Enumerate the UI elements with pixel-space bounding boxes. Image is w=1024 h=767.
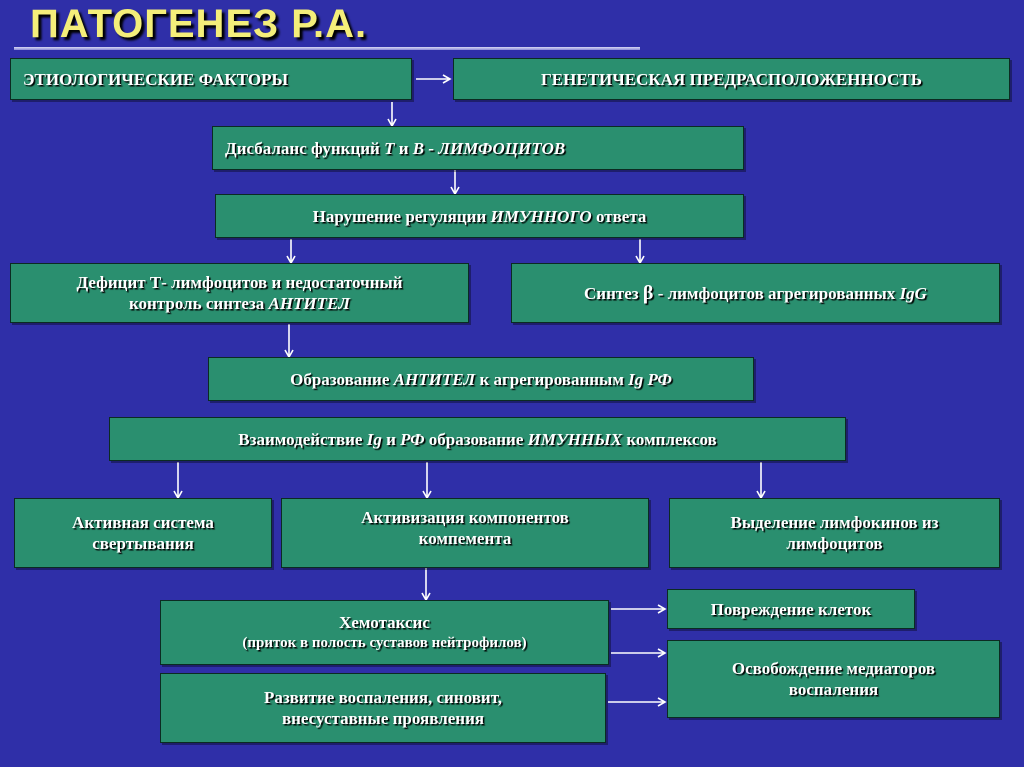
box-regulation-label: Нарушение регуляции ИМУННОГО ответа	[312, 206, 647, 226]
box-etiology-label: ЭТИОЛОГИЧЕСКИЕ ФАКТОРЫ	[23, 69, 289, 89]
box-chemotaxis-line2: (приток в полость суставов нейтрофилов)	[242, 634, 527, 651]
box-lymphokines: Выделение лимфокинов из лимфоцитов	[669, 498, 1000, 568]
title-underline	[14, 47, 640, 50]
box-genetic: ГЕНЕТИЧЕСКАЯ ПРЕДРАСПОЛОЖЕННОСТЬ	[453, 58, 1010, 100]
box-coagulation-line2: свертывания	[92, 534, 194, 553]
box-deficit-line2: контроль синтеза АНТИТЕЛ	[128, 294, 351, 313]
box-mediators-line1: Освобождение медиаторов	[731, 659, 936, 678]
box-deficit: Дефицит Т- лимфоцитов и недостаточный ко…	[10, 263, 469, 323]
box-formation: Образование АНТИТЕЛ к агрегированным Ig …	[208, 357, 754, 401]
box-mediators: Освобождение медиаторов воспаления	[667, 640, 1000, 718]
box-imbalance: Дисбаланс функций Т и В - ЛИМФОЦИТОВ	[212, 126, 744, 170]
box-cell-damage: Повреждение клеток	[667, 589, 915, 629]
box-complement-line2: компемента	[418, 529, 512, 548]
box-interaction-label: Взаимодействие Ig и РФ образование ИМУНН…	[238, 429, 717, 449]
box-complement: Активизация компонентов компемента	[281, 498, 649, 568]
box-coagulation-line1: Активная система	[72, 513, 214, 532]
box-lymphokines-line1: Выделение лимфокинов из	[730, 513, 939, 532]
box-chemotaxis: Хемотаксис (приток в полость суставов не…	[160, 600, 609, 665]
box-deficit-line1: Дефицит Т- лимфоцитов и недостаточный	[76, 273, 403, 292]
page-title: ПАТОГЕНЕЗ Р.А.	[30, 2, 368, 46]
box-genetic-label: ГЕНЕТИЧЕСКАЯ ПРЕДРАСПОЛОЖЕННОСТЬ	[540, 69, 922, 89]
box-lymphokines-line2: лимфоцитов	[786, 534, 883, 553]
box-complement-line1: Активизация компонентов	[361, 508, 569, 527]
box-inflammation-line1: Развитие воспаления, синовит,	[263, 688, 503, 707]
box-regulation: Нарушение регуляции ИМУННОГО ответа	[215, 194, 744, 238]
box-synthesis-label: Синтез β - лимфоцитов агрегированных IgG	[584, 281, 927, 304]
box-inflammation-line2: внесуставные проявления	[281, 709, 485, 728]
box-interaction: Взаимодействие Ig и РФ образование ИМУНН…	[109, 417, 846, 461]
box-imbalance-label: Дисбаланс функций Т и В - ЛИМФОЦИТОВ	[225, 138, 566, 158]
box-synthesis: Синтез β - лимфоцитов агрегированных IgG	[511, 263, 1000, 323]
box-coagulation: Активная система свертывания	[14, 498, 272, 568]
box-cell-damage-label: Повреждение клеток	[710, 599, 872, 619]
box-chemotaxis-line1: Хемотаксис	[339, 612, 430, 632]
box-etiology: ЭТИОЛОГИЧЕСКИЕ ФАКТОРЫ	[10, 58, 412, 100]
box-inflammation: Развитие воспаления, синовит, внесуставн…	[160, 673, 606, 743]
box-mediators-line2: воспаления	[788, 680, 879, 699]
box-formation-label: Образование АНТИТЕЛ к агрегированным Ig …	[290, 369, 672, 389]
